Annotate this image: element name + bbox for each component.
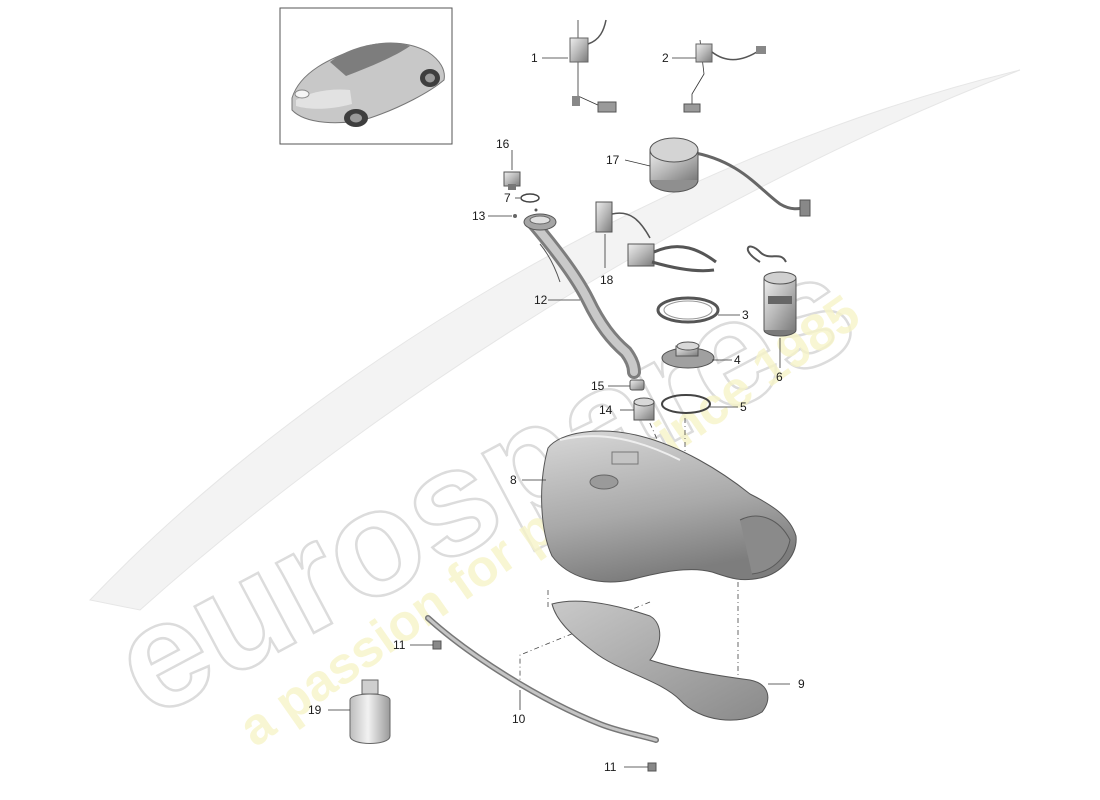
part-11-screw-a[interactable] xyxy=(432,640,442,650)
part-3-gasket[interactable] xyxy=(656,296,720,324)
part-16-valve[interactable] xyxy=(503,171,521,190)
callout-6[interactable]: 6 xyxy=(776,370,783,384)
callout-5[interactable]: 5 xyxy=(740,400,747,414)
callout-11-lower[interactable]: 11 xyxy=(604,760,617,774)
part-2-fuel-level-sender[interactable] xyxy=(683,39,766,113)
callout-16[interactable]: 16 xyxy=(496,137,510,151)
callout-4[interactable]: 4 xyxy=(734,353,741,367)
part-15-clamp[interactable] xyxy=(629,379,645,391)
part-12-filler-neck[interactable] xyxy=(523,213,641,379)
car-illustration xyxy=(291,42,445,127)
part-6-fuel-pump[interactable] xyxy=(747,245,797,337)
part-17-carbon-canister[interactable] xyxy=(649,137,811,217)
callout-11-upper[interactable]: 11 xyxy=(393,638,406,652)
part-1-fuel-level-sender[interactable] xyxy=(569,19,617,113)
part-7-o-ring[interactable] xyxy=(520,193,540,212)
part-13-screw[interactable] xyxy=(513,214,517,218)
watermark-swoosh xyxy=(89,69,1021,611)
callout-7[interactable]: 7 xyxy=(504,191,511,205)
part-19-bottle[interactable] xyxy=(349,679,391,744)
part-10-tank-strap[interactable] xyxy=(425,615,659,743)
callout-labels: 1 2 16 17 7 13 18 12 3 4 6 15 5 14 8 11 … xyxy=(308,51,805,774)
callout-8[interactable]: 8 xyxy=(510,473,517,487)
part-18-vent-valve[interactable] xyxy=(595,201,717,273)
callout-10[interactable]: 10 xyxy=(512,712,526,726)
callout-17[interactable]: 17 xyxy=(606,153,620,167)
part-4-flange[interactable] xyxy=(661,341,715,369)
callout-3[interactable]: 3 xyxy=(742,308,749,322)
callout-1[interactable]: 1 xyxy=(531,51,538,65)
vehicle-thumbnail[interactable] xyxy=(279,7,453,145)
callout-2[interactable]: 2 xyxy=(662,51,669,65)
part-11-screw-b[interactable] xyxy=(647,762,657,772)
part-14-coupling[interactable] xyxy=(633,397,655,421)
callout-13[interactable]: 13 xyxy=(472,209,486,223)
part-9-heat-shield[interactable] xyxy=(551,600,769,721)
callout-leader-lines xyxy=(328,57,790,768)
callout-14[interactable]: 14 xyxy=(599,403,613,417)
callout-15[interactable]: 15 xyxy=(591,379,605,393)
watermark: eurospares a passion for parts since 198… xyxy=(85,69,1021,758)
callout-19[interactable]: 19 xyxy=(308,703,322,717)
part-5-seal-ring[interactable] xyxy=(661,394,711,414)
callout-9[interactable]: 9 xyxy=(798,677,805,691)
part-8-fuel-tank[interactable] xyxy=(541,430,797,583)
callout-18[interactable]: 18 xyxy=(600,273,614,287)
callout-12[interactable]: 12 xyxy=(534,293,548,307)
